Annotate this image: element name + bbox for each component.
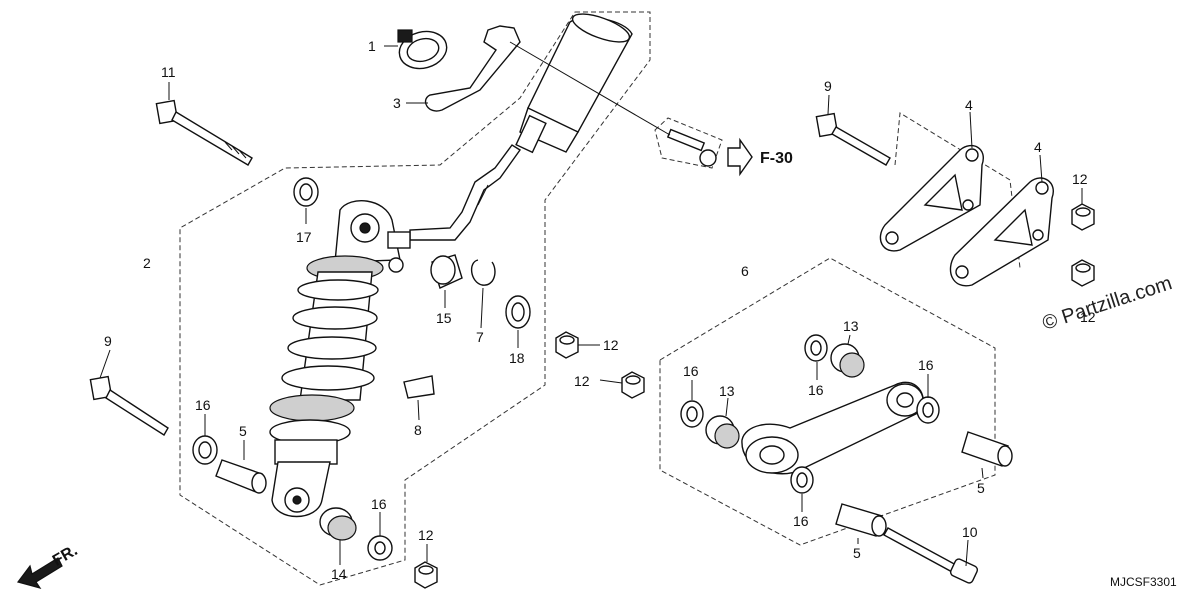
part-upper-bolt <box>155 99 253 166</box>
part-bearing-13-lower <box>705 415 740 449</box>
callout-5c: 5 <box>853 545 861 561</box>
reference-arrow <box>727 137 753 177</box>
callout-12e: 12 <box>418 527 434 543</box>
part-bracket-bolt <box>815 112 891 166</box>
part-nut-bracket-2 <box>1071 259 1095 287</box>
part-clamp-band <box>397 29 448 70</box>
reference-label: F-30 <box>760 150 793 167</box>
leader-lines <box>99 45 1083 567</box>
callout-1: 1 <box>368 38 376 54</box>
part-collar-5-left <box>215 459 267 494</box>
callout-16b: 16 <box>371 496 387 512</box>
part-nut-mid-1 <box>555 331 579 359</box>
callout-7: 7 <box>476 329 484 345</box>
diagram-code: MJCSF3301 <box>1110 575 1177 589</box>
callout-12b: 12 <box>1080 309 1096 325</box>
front-direction-arrow <box>16 557 63 590</box>
part-dust-seal-16-link-a <box>804 334 828 362</box>
part-collar-15 <box>430 254 463 289</box>
callout-10: 10 <box>962 524 978 540</box>
callout-3: 3 <box>393 95 401 111</box>
callout-16c: 16 <box>683 363 699 379</box>
callout-12a: 12 <box>1072 171 1088 187</box>
part-bracket-plate-1 <box>879 145 984 252</box>
part-lower-bolt-left <box>89 375 169 436</box>
rear-shock-absorber <box>269 13 633 518</box>
callout-15: 15 <box>436 310 452 326</box>
callout-18: 18 <box>509 350 525 366</box>
part-collar-5-bottom <box>835 503 887 537</box>
part-dust-seal-16-link-b <box>680 400 704 428</box>
part-nut-mid-2 <box>621 371 645 399</box>
callout-16e: 16 <box>918 357 934 373</box>
watermark: © Partzilla.com <box>1040 272 1175 335</box>
callout-4b: 4 <box>1034 139 1042 155</box>
callout-16a: 16 <box>195 397 211 413</box>
part-dust-seal-16-link-c <box>916 396 940 424</box>
callout-16d: 16 <box>808 382 824 398</box>
part-shock-link <box>741 381 924 475</box>
callout-11: 11 <box>161 64 176 80</box>
callout-9a: 9 <box>104 333 112 349</box>
group-outline-linkage <box>659 257 996 546</box>
part-dust-seal-17 <box>293 177 319 207</box>
group-outline-shock <box>179 11 651 586</box>
callout-5a: 5 <box>239 423 247 439</box>
callout-16f: 16 <box>793 513 809 529</box>
part-nut-bottom <box>414 561 438 589</box>
part-bearing-14 <box>319 507 357 541</box>
part-dust-seal-18 <box>505 295 531 329</box>
part-dust-seal-16-bottom <box>367 535 393 561</box>
part-label <box>403 375 435 399</box>
part-link-bolt <box>883 527 979 584</box>
callout-4a: 4 <box>965 97 973 113</box>
callout-2: 2 <box>143 255 151 271</box>
callout-12d: 12 <box>574 373 590 389</box>
part-circlip <box>471 259 496 286</box>
part-dust-seal-16-left <box>192 435 218 465</box>
part-reservoir-bolt <box>666 128 717 167</box>
callout-13a: 13 <box>843 318 859 334</box>
part-dust-seal-16-link-d <box>790 466 814 494</box>
part-stay-bracket <box>424 25 521 112</box>
callout-6: 6 <box>741 263 749 279</box>
part-bracket-plate-2 <box>949 177 1054 287</box>
part-nut-bracket-1 <box>1071 203 1095 231</box>
callout-12c: 12 <box>603 337 619 353</box>
group-outline-bolt-ref <box>654 117 723 169</box>
callout-5b: 5 <box>977 480 985 496</box>
leader-ref <box>509 41 671 136</box>
callout-13b: 13 <box>719 383 735 399</box>
part-collar-5-right <box>961 431 1013 467</box>
callout-17: 17 <box>296 229 312 245</box>
callout-9b: 9 <box>824 78 832 94</box>
callout-14: 14 <box>331 566 347 582</box>
part-bearing-13-upper <box>830 343 865 378</box>
callout-8: 8 <box>414 422 422 438</box>
